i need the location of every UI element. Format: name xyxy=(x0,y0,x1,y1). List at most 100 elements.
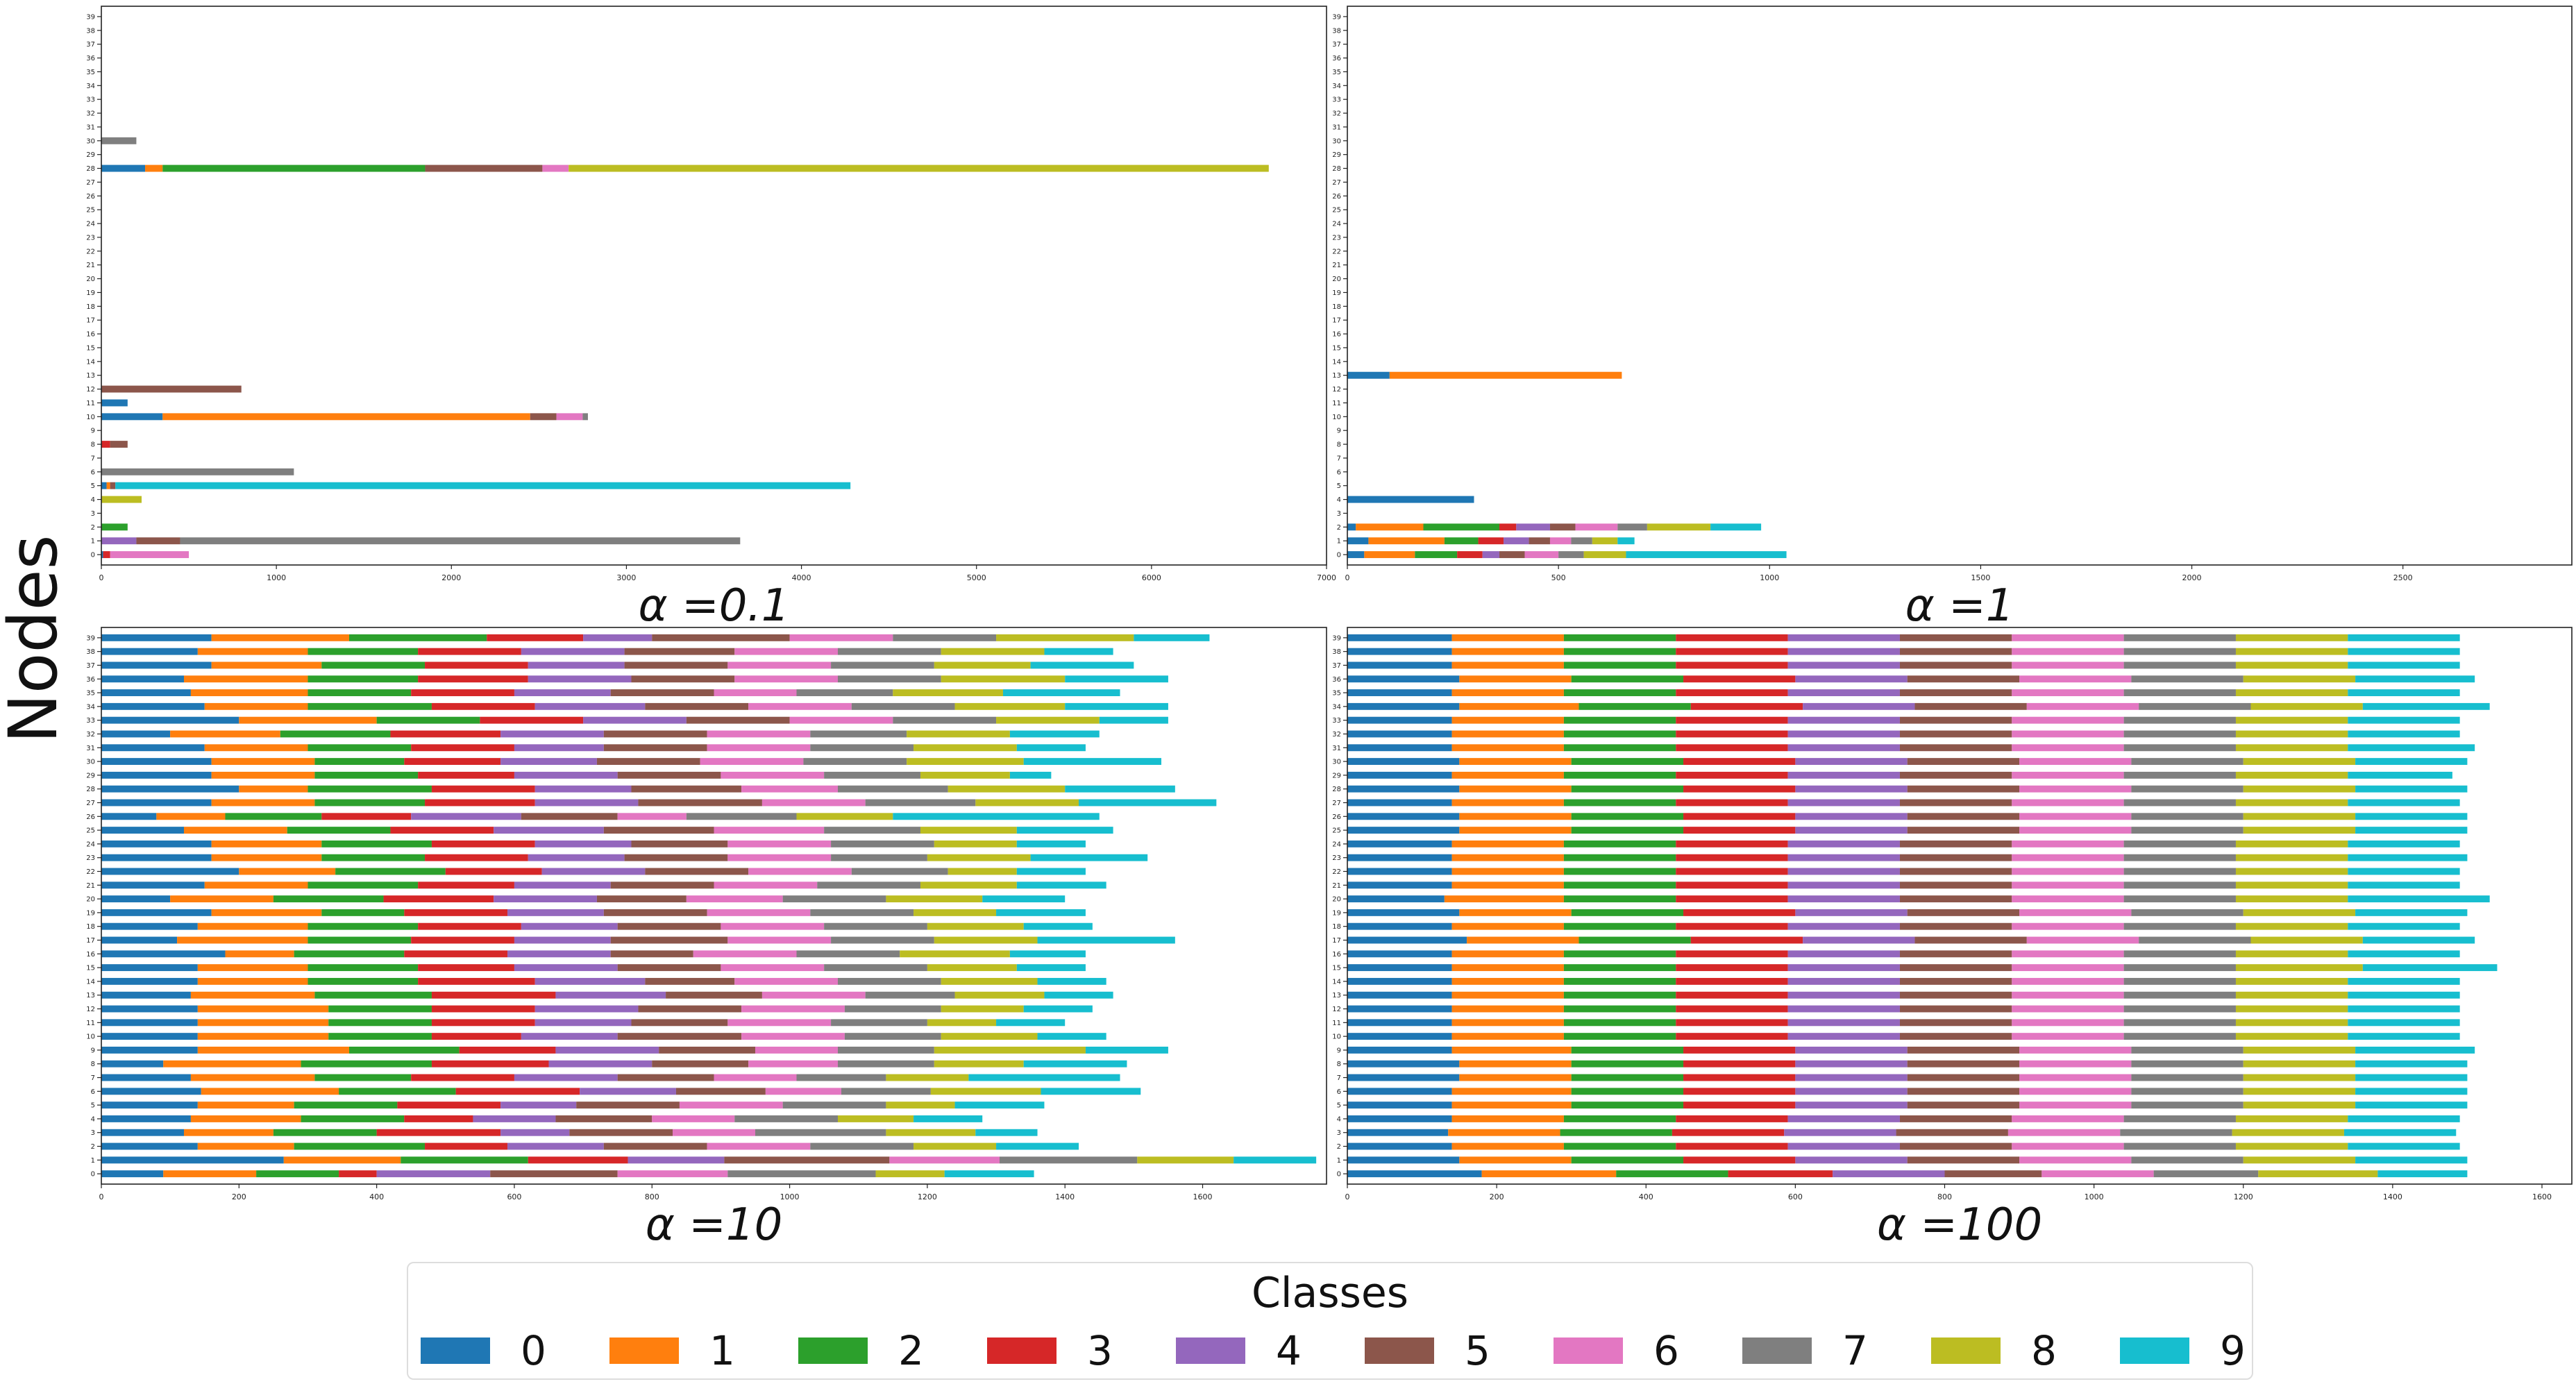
bar-node-25-class-5 xyxy=(1907,827,2020,834)
bar-node-22-class-6 xyxy=(2012,868,2124,875)
y-tick-label: 25 xyxy=(1332,207,1341,214)
bar-node-12-class-1 xyxy=(1451,1005,1564,1013)
legend-item-5: 5 xyxy=(1365,1327,1490,1374)
bar-node-8-class-3 xyxy=(1683,1060,1796,1067)
y-tick-label: 39 xyxy=(1332,634,1341,642)
bar-node-19-class-9 xyxy=(996,909,1086,916)
bar-node-37-class-0 xyxy=(101,661,212,669)
y-tick-label: 0 xyxy=(1337,552,1341,559)
bar-node-25-class-7 xyxy=(2131,827,2244,834)
y-tick-label: 13 xyxy=(86,992,95,999)
bar-node-10-class-7 xyxy=(2123,1033,2236,1040)
bar-node-12-class-4 xyxy=(1787,1005,1900,1013)
bar-node-33-class-4 xyxy=(1787,716,1900,724)
y-tick-label: 37 xyxy=(1332,41,1341,49)
bar-node-19-class-7 xyxy=(2131,909,2244,916)
bar-node-0-class-0 xyxy=(101,551,103,559)
bar-node-5-class-1 xyxy=(106,482,110,489)
legend-item-3: 3 xyxy=(987,1327,1113,1374)
bar-node-18-class-1 xyxy=(197,922,308,930)
bar-node-8-class-5 xyxy=(110,441,128,448)
bar-node-1-class-5 xyxy=(1529,537,1550,545)
y-tick-label: 16 xyxy=(1332,331,1341,339)
bar-node-28-class-8 xyxy=(948,785,1066,793)
bar-node-17-class-9 xyxy=(1037,936,1175,944)
bar-node-27-class-0 xyxy=(1347,799,1452,807)
bar-node-4-class-1 xyxy=(190,1115,301,1122)
y-tick-label: 22 xyxy=(1332,868,1341,876)
bar-node-32-class-2 xyxy=(280,730,391,738)
y-tick-label: 12 xyxy=(86,1006,95,1013)
bar-node-5-class-7 xyxy=(2131,1102,2244,1109)
bar-node-30-class-5 xyxy=(596,758,700,766)
bar-node-5-class-9 xyxy=(2355,1102,2468,1109)
bar-node-0-class-4 xyxy=(1482,551,1499,559)
bar-node-35-class-2 xyxy=(1563,689,1676,697)
bar-node-36-class-8 xyxy=(2243,675,2356,683)
legend-swatch xyxy=(1554,1337,1623,1364)
bar-node-9-class-2 xyxy=(348,1046,460,1054)
bar-node-21-class-7 xyxy=(2123,881,2236,889)
bar-node-28-class-9 xyxy=(2355,785,2468,793)
bar-node-37-class-6 xyxy=(727,661,832,669)
bar-node-33-class-2 xyxy=(376,716,480,724)
bar-node-17-class-8 xyxy=(2250,936,2363,944)
bar-node-0-class-9 xyxy=(944,1170,1034,1178)
y-tick-label: 9 xyxy=(1337,428,1341,435)
bar-node-33-class-7 xyxy=(893,716,997,724)
bar-node-2-class-7 xyxy=(810,1142,914,1150)
bar-node-34-class-2 xyxy=(308,702,432,710)
bar-node-13-class-7 xyxy=(865,991,955,999)
bar-node-35-class-9 xyxy=(2348,689,2460,697)
y-tick-label: 27 xyxy=(86,800,95,807)
bar-node-23-class-8 xyxy=(2235,854,2348,861)
bar-node-27-class-9 xyxy=(1079,799,1217,807)
bar-node-4-class-9 xyxy=(914,1115,983,1122)
bar-node-32-class-8 xyxy=(907,730,1010,738)
bar-node-38-class-8 xyxy=(941,648,1045,655)
legend-item-9: 9 xyxy=(2120,1327,2246,1374)
bar-node-21-class-4 xyxy=(514,881,611,889)
bar-node-21-class-9 xyxy=(2348,881,2460,889)
bar-node-0-class-0 xyxy=(101,1170,164,1178)
y-tick-label: 28 xyxy=(86,786,95,793)
bar-node-2-class-2 xyxy=(101,523,128,531)
bar-node-17-class-5 xyxy=(1914,936,2027,944)
bar-node-32-class-5 xyxy=(603,730,707,738)
bar-node-28-class-8 xyxy=(569,164,1269,172)
bar-node-1-class-6 xyxy=(889,1156,1000,1164)
bar-node-39-class-6 xyxy=(2012,634,2124,641)
bar-node-8-class-0 xyxy=(101,1060,164,1067)
legend-label: 0 xyxy=(521,1327,546,1374)
bar-node-24-class-8 xyxy=(934,840,1017,847)
x-tick-label: 2000 xyxy=(441,573,461,582)
bar-node-7-class-3 xyxy=(411,1074,514,1081)
bar-node-19-class-8 xyxy=(914,909,997,916)
bar-node-2-class-7 xyxy=(2123,1142,2236,1150)
x-tick-label: 5000 xyxy=(967,573,986,582)
y-tick-label: 13 xyxy=(1332,372,1341,380)
bar-node-6-class-6 xyxy=(765,1088,841,1095)
bar-node-3-class-6 xyxy=(673,1129,755,1136)
bar-node-26-class-2 xyxy=(225,813,322,820)
y-tick-label: 15 xyxy=(1332,344,1341,352)
bar-node-28-class-1 xyxy=(145,164,163,172)
bar-node-13-class-0 xyxy=(1347,991,1452,999)
y-tick-label: 30 xyxy=(1332,137,1341,145)
bar-node-2-class-3 xyxy=(425,1142,508,1150)
bar-node-28-class-5 xyxy=(631,785,742,793)
y-tick-label: 23 xyxy=(86,234,95,242)
bar-node-38-class-9 xyxy=(2348,648,2460,655)
y-tick-label: 23 xyxy=(86,854,95,862)
bar-node-18-class-4 xyxy=(521,922,618,930)
bar-node-2-class-4 xyxy=(507,1142,604,1150)
y-tick-label: 5 xyxy=(91,1102,95,1110)
bar-node-1-class-6 xyxy=(1549,537,1572,545)
bar-node-5-class-5 xyxy=(110,482,116,489)
bar-node-36-class-7 xyxy=(837,675,941,683)
bar-node-12-class-2 xyxy=(1563,1005,1676,1013)
bar-node-9-class-8 xyxy=(2243,1046,2356,1054)
bar-node-3-class-5 xyxy=(569,1129,673,1136)
bar-node-0-class-2 xyxy=(1415,551,1458,559)
